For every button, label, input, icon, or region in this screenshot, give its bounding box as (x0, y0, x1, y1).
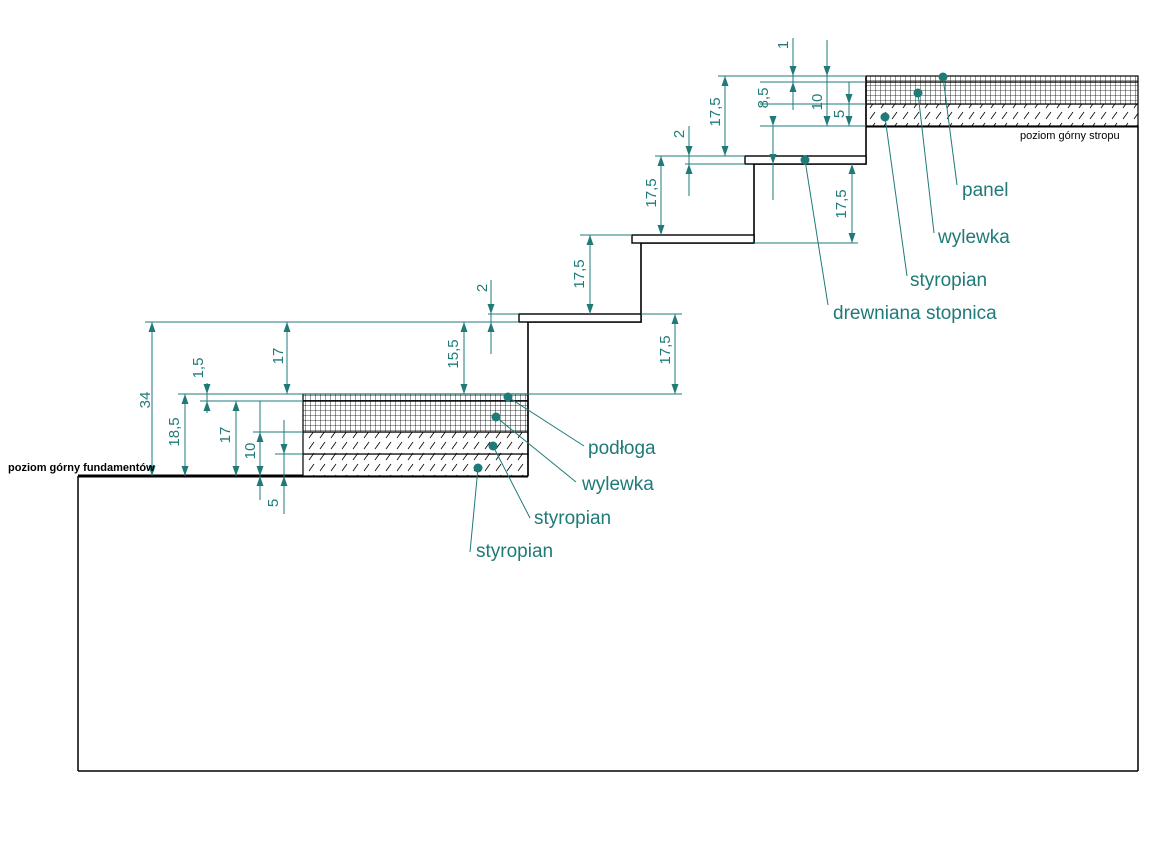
dim-17-5-step3: 17,5 (643, 178, 660, 207)
callout-panel: panel (962, 180, 1009, 201)
dim-10-right: 10 (809, 94, 826, 111)
stair-tread-1 (518, 313, 642, 323)
dim-17-5-right-low: 17,5 (657, 335, 674, 364)
dim-2-low: 2 (474, 284, 491, 292)
extension-lines (145, 75, 866, 455)
callout-drewniana-stopnica: drewniana stopnica (833, 303, 997, 324)
dimension-lines (148, 38, 856, 514)
dim-15-5: 15,5 (445, 339, 462, 368)
dim-5-left: 5 (265, 499, 282, 507)
dim-17-5-step2: 17,5 (571, 259, 588, 288)
callout-leaders (469, 72, 958, 553)
dim-17-5-step4: 17,5 (833, 189, 850, 218)
lower-floor-layers (302, 393, 529, 477)
dimension-values: 34 18,5 1,5 17 10 5 17 15,5 2 17,5 17,5 … (137, 41, 850, 507)
dim-10-left: 10 (242, 443, 259, 460)
callout-wylewka-upper: wylewka (937, 227, 1010, 248)
level-label-ceiling: poziom górny stropu (1020, 130, 1120, 142)
callout-styropian-lower-2: styropian (476, 541, 553, 562)
upper-floor-layers (865, 75, 1139, 127)
callout-labels: panel wylewka styropian drewniana stopni… (476, 180, 1010, 562)
dim-8-5: 8,5 (755, 88, 772, 109)
callout-styropian-upper: styropian (910, 270, 987, 291)
dim-17-5-top: 17,5 (707, 97, 724, 126)
callout-styropian-lower-1: styropian (534, 508, 611, 529)
dim-18-5: 18,5 (166, 417, 183, 446)
dim-34: 34 (137, 392, 154, 409)
dim-2-mid: 2 (671, 130, 688, 138)
callout-podloga: podłoga (588, 438, 656, 459)
dim-17-top: 17 (270, 348, 287, 365)
callout-wylewka-lower: wylewka (581, 474, 654, 495)
level-label-foundation: poziom górny fundamentów (8, 462, 155, 474)
stair-tread-2 (631, 234, 755, 244)
dim-17-left: 17 (217, 427, 234, 444)
dim-1: 1 (775, 41, 792, 49)
dim-5-right: 5 (831, 110, 848, 118)
dim-1-5: 1,5 (190, 358, 207, 379)
